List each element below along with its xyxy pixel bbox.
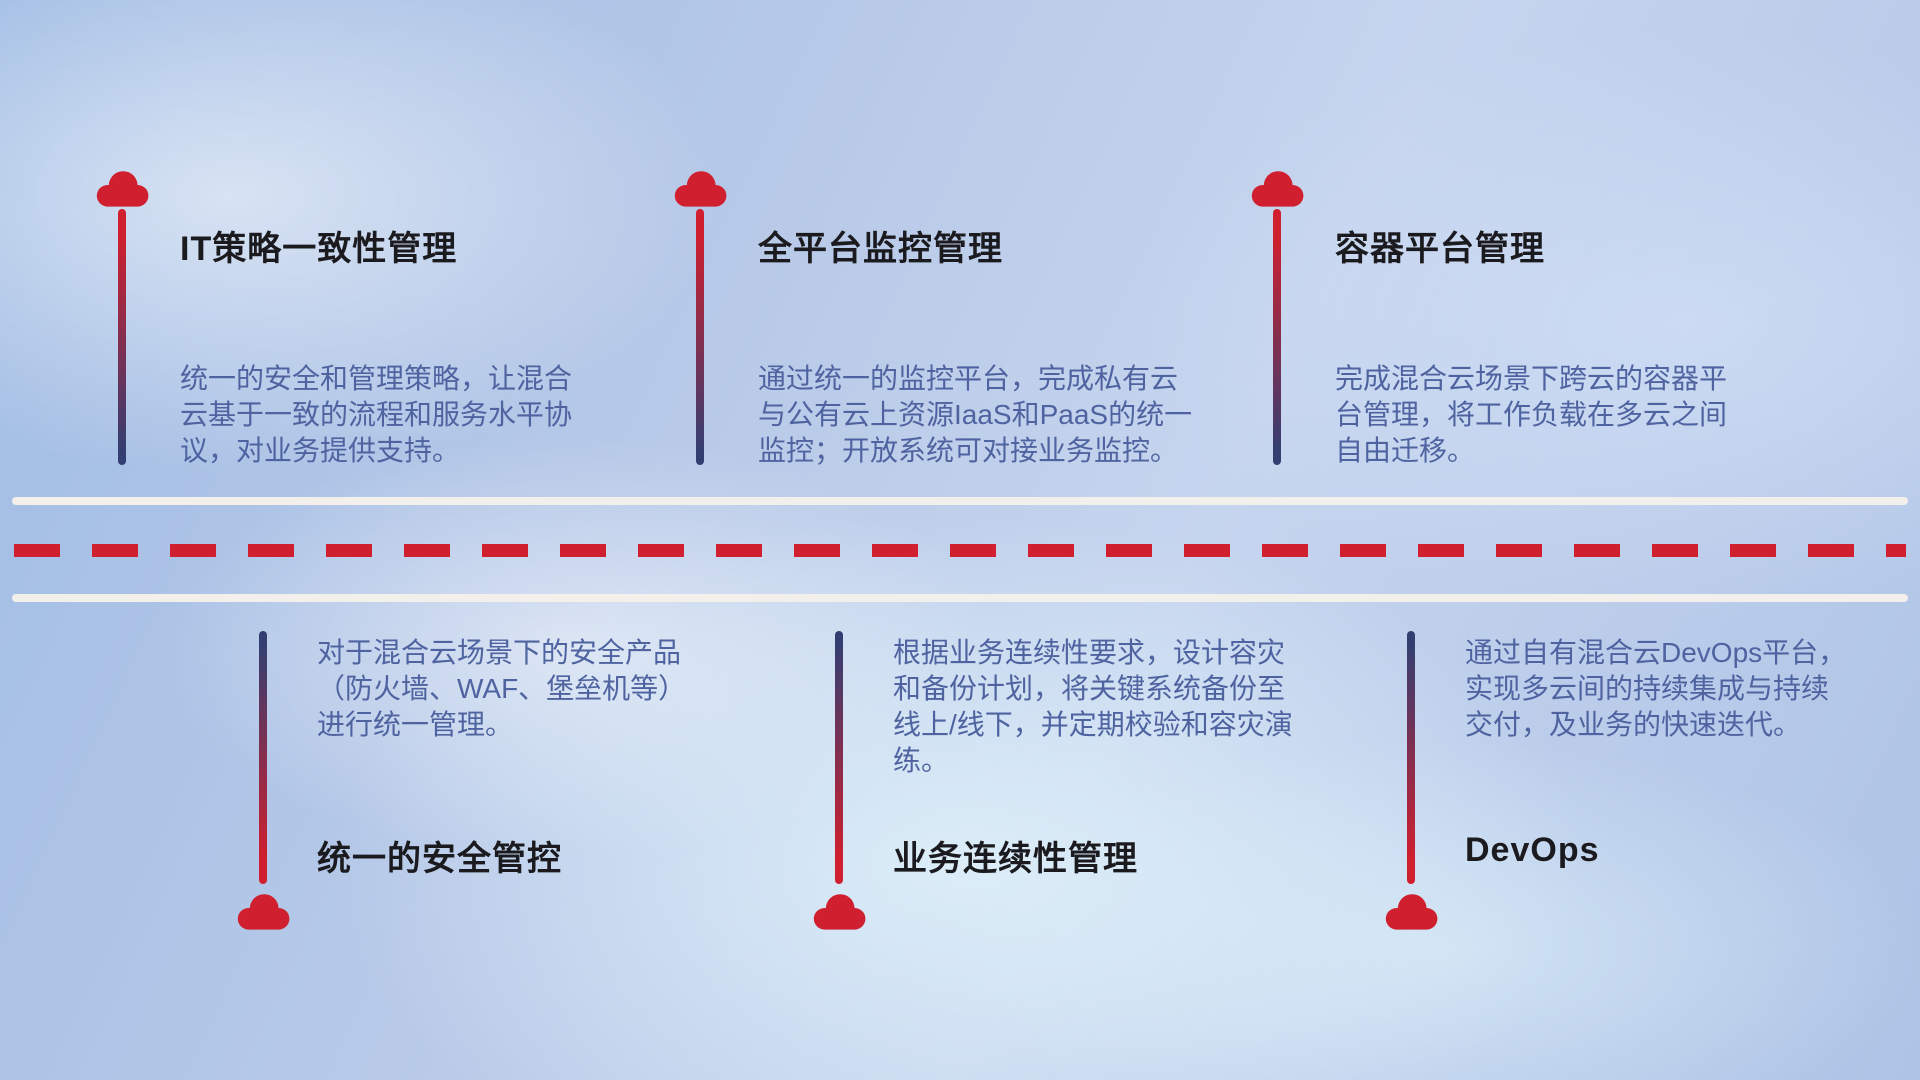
timeline-stem (259, 631, 267, 884)
timeline-stem (835, 631, 843, 884)
cloud-icon (1381, 890, 1441, 932)
feature-title: 容器平台管理 (1335, 230, 1545, 268)
feature-title: 全平台监控管理 (758, 230, 1003, 268)
road-line-top (12, 497, 1908, 505)
timeline-stem (1273, 209, 1281, 465)
timeline-stem (696, 209, 704, 465)
timeline-stem (1407, 631, 1415, 884)
timeline-stem (118, 209, 126, 465)
road-dashed-line (14, 544, 1906, 557)
feature-title: 统一的安全管控 (317, 840, 562, 878)
cloud-icon (233, 890, 293, 932)
feature-description: 完成混合云场景下跨云的容器平台管理，将工作负载在多云之间自由迁移。 (1335, 363, 1728, 466)
feature-description: 通过统一的监控平台，完成私有云与公有云上资源IaaS和PaaS的统一监控；开放系… (758, 363, 1193, 466)
feature-description: 对于混合云场景下的安全产品（防火墙、WAF、堡垒机等）进行统一管理。 (317, 637, 687, 740)
feature-description: 根据业务连续性要求，设计容灾和备份计划，将关键系统备份至线上/线下，并定期校验和… (893, 637, 1293, 776)
cloud-icon (670, 167, 730, 209)
feature-title: IT策略一致性管理 (180, 230, 458, 268)
cloud-icon (92, 167, 152, 209)
cloud-icon (1247, 167, 1307, 209)
feature-title: 业务连续性管理 (893, 840, 1138, 878)
feature-title: DevOps (1465, 831, 1600, 869)
feature-description: 通过自有混合云DevOps平台，实现多云间的持续集成与持续交付，及业务的快速迭代… (1465, 637, 1847, 740)
feature-description: 统一的安全和管理策略，让混合云基于一致的流程和服务水平协议，对业务提供支持。 (180, 363, 573, 466)
cloud-icon (809, 890, 869, 932)
road-line-bottom (12, 594, 1908, 602)
